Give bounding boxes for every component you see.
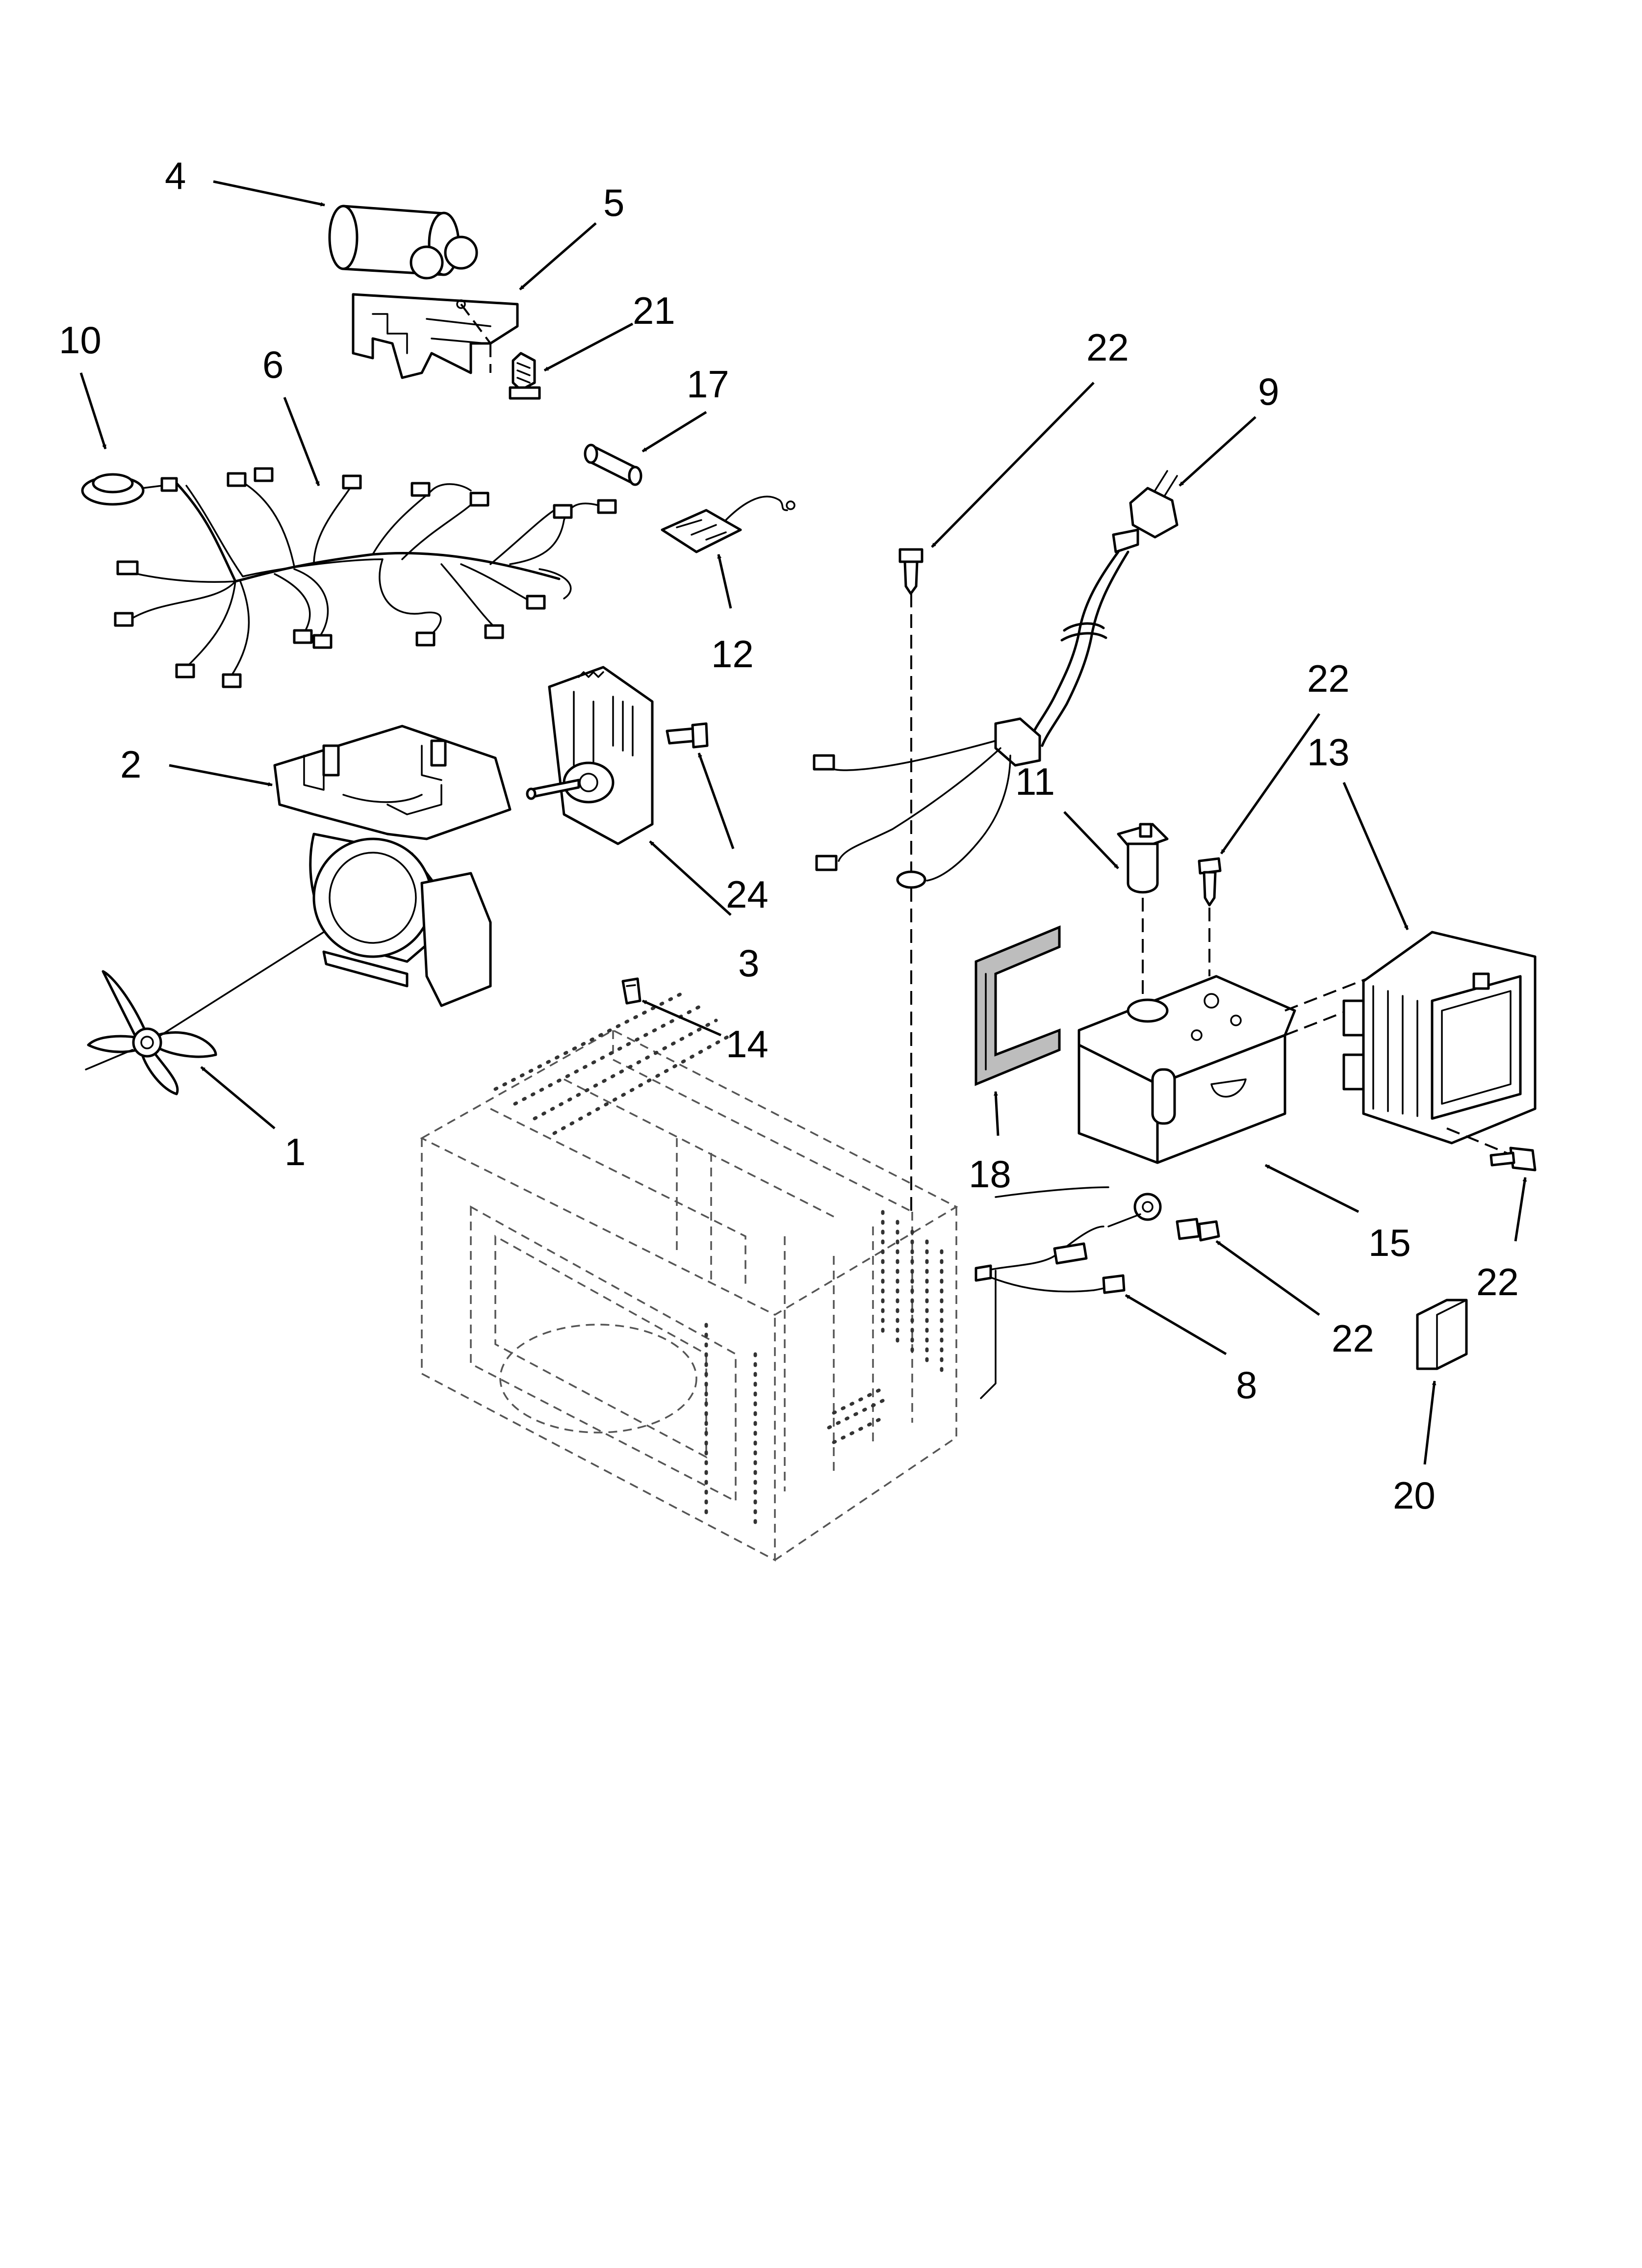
callout-9: 9	[1258, 370, 1279, 413]
callout-6: 6	[262, 343, 283, 386]
screw-part-22-magnetron	[1489, 1147, 1537, 1172]
sensor-board-part-12	[661, 495, 795, 553]
callout-5: 5	[603, 181, 624, 224]
ground-screw-part-22	[896, 548, 926, 1212]
fuse-part-17	[584, 443, 642, 486]
callout-11: 11	[1015, 760, 1055, 803]
callout-12: 12	[711, 632, 754, 676]
magnetron-part-13	[1342, 931, 1537, 1164]
microwave-cabinet-outline	[420, 989, 958, 1562]
capacitor-bracket-part-5	[352, 293, 519, 379]
callout-18: 18	[969, 1152, 1011, 1196]
callout-2: 2	[120, 743, 141, 786]
screw-part-21	[489, 343, 541, 400]
fan-bracket-part-2	[273, 725, 512, 1007]
callout-3: 3	[738, 941, 759, 985]
fan-blade-part-1	[85, 931, 325, 1095]
callout-21: 21	[633, 289, 675, 332]
fan-motor-part-3	[526, 666, 654, 845]
screw-part-22-waveguide	[1198, 857, 1222, 976]
clip-part-14	[621, 977, 641, 1005]
gasket-part-18	[975, 925, 1061, 1086]
thermal-cutoff-part-11	[1117, 823, 1169, 1001]
cover-part-20	[1416, 1299, 1468, 1370]
callout-22-top: 22	[1086, 326, 1129, 369]
callout-labels: 4 5 21 10 6 17 12 22 9 2 24 3 11 22 13 1…	[59, 154, 1519, 1517]
callout-17: 17	[687, 363, 729, 406]
callout-4: 4	[165, 154, 186, 197]
callout-22-far: 22	[1332, 1317, 1374, 1360]
callout-1: 1	[284, 1130, 306, 1173]
callout-15: 15	[1368, 1221, 1411, 1264]
callout-14: 14	[726, 1022, 769, 1066]
screw-part-24	[666, 722, 709, 749]
leader-arrows	[79, 180, 1527, 1465]
callout-8: 8	[1236, 1363, 1257, 1407]
power-cord-part-9	[813, 470, 1179, 882]
callout-10: 10	[59, 318, 102, 362]
wire-harness-part-6	[114, 467, 617, 688]
callout-13: 13	[1307, 730, 1350, 774]
waveguide-part-15	[1078, 975, 1374, 1164]
screw-part-22-cabinet	[1176, 1218, 1220, 1242]
callout-20: 20	[1393, 1474, 1436, 1517]
callout-24: 24	[726, 873, 769, 916]
wire-lead-part-8	[975, 1186, 1162, 1399]
capacitor-part-4	[328, 205, 478, 280]
thermostat-part-10	[81, 473, 178, 506]
callout-22-right: 22	[1307, 657, 1350, 700]
callout-22-magnetron: 22	[1476, 1260, 1519, 1303]
